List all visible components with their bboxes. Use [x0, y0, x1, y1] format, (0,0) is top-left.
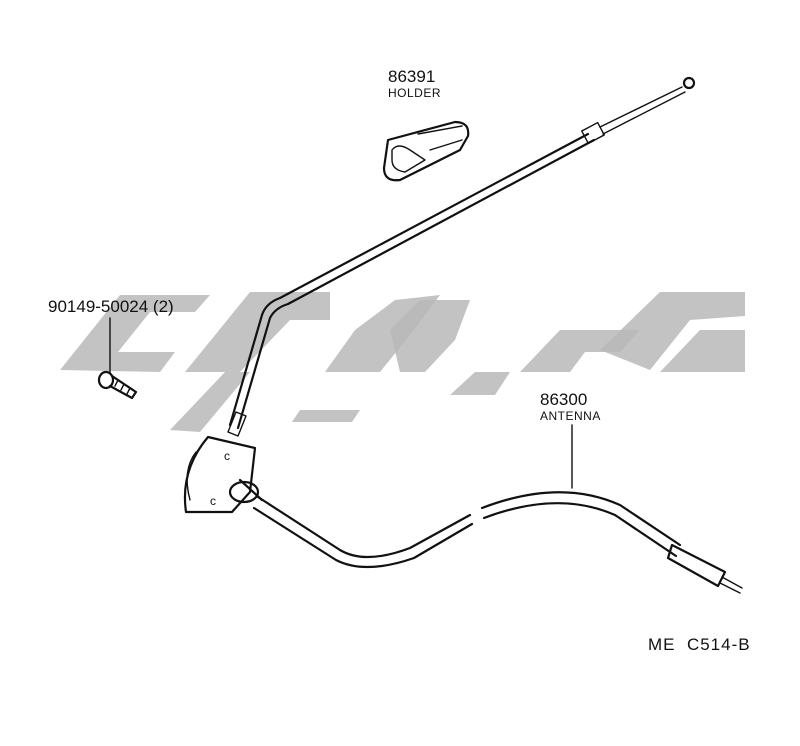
antenna-part-number: 86300 [540, 390, 587, 409]
holder-part-name: HOLDER [388, 86, 441, 100]
antenna-mast [227, 76, 696, 437]
antenna-base: c c [183, 435, 264, 514]
holder-clip [382, 120, 470, 182]
antenna-cable [252, 424, 743, 594]
svg-text:c: c [224, 449, 231, 463]
antenna-part-name: ANTENNA [540, 409, 601, 423]
screw-part-number: 90149-50024 (2) [48, 297, 174, 316]
screw [97, 317, 138, 400]
reference-code: ME C514-B [648, 635, 751, 654]
svg-text:c: c [210, 494, 217, 508]
holder-part-number: 86391 [388, 67, 435, 86]
